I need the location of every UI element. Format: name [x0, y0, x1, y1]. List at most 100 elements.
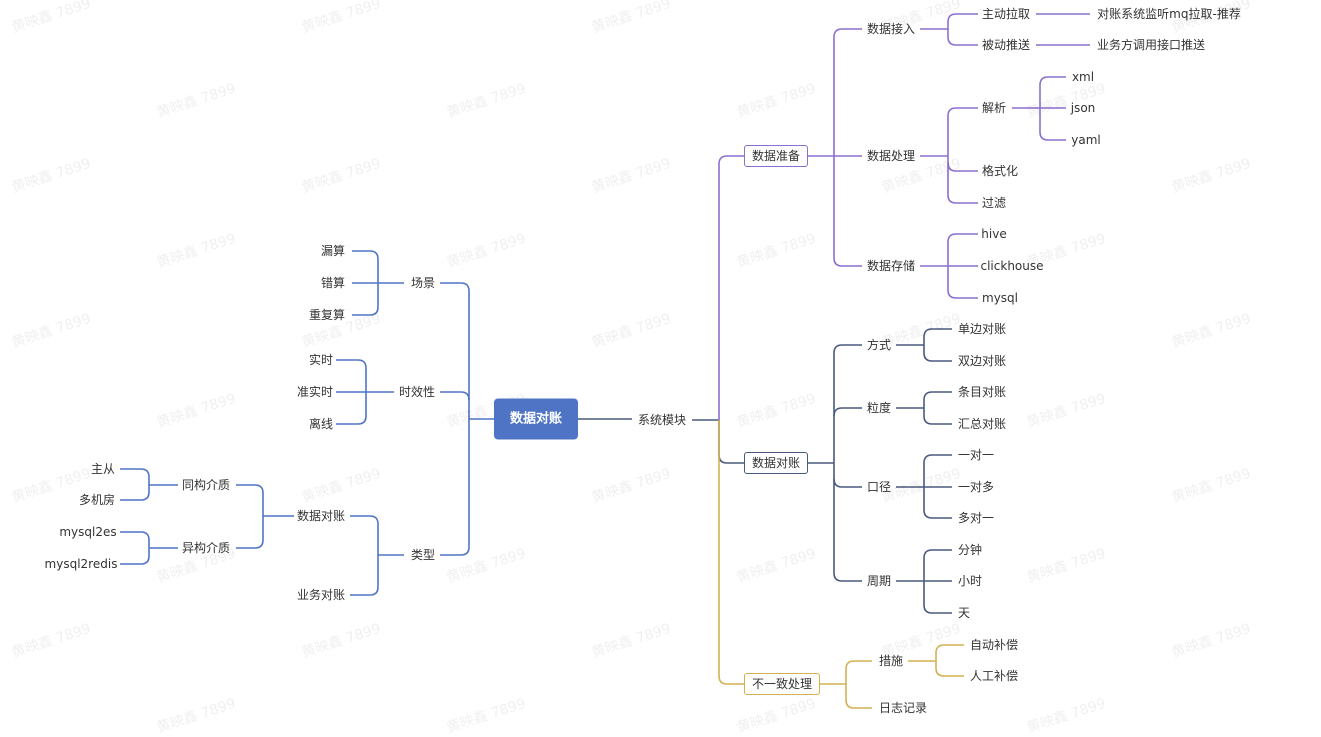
connector-layer [120, 13, 1090, 709]
node-homogeneous[interactable]: 同构介质 [181, 478, 231, 492]
node-measures[interactable]: 措施 [878, 654, 904, 668]
edge-recon [833, 572, 862, 582]
edge-recon [833, 344, 862, 354]
node-system-module[interactable]: 系统模块 [637, 413, 687, 427]
edge-method [923, 328, 952, 338]
node-measure-item[interactable]: 自动补偿 [969, 638, 1019, 652]
edge-type [350, 586, 379, 596]
node-data-process[interactable]: 数据处理 [866, 149, 916, 163]
node-passive-push[interactable]: 被动推送 [981, 38, 1031, 52]
edge-recon [833, 407, 862, 417]
edge-measures [935, 667, 964, 677]
edge-prep [833, 28, 862, 38]
edge-heterogeneous [120, 555, 150, 565]
edge-system-handle [718, 420, 745, 685]
node-period-item[interactable]: 分钟 [957, 543, 983, 557]
edge-process [947, 162, 978, 172]
node-push-detail[interactable]: 业务方调用接口推送 [1096, 38, 1206, 52]
node-caliber[interactable]: 口径 [866, 480, 892, 494]
edge-parse [1039, 131, 1066, 141]
node-active-pull[interactable]: 主动拉取 [981, 7, 1031, 21]
node-parse[interactable]: 解析 [981, 101, 1007, 115]
node-storage-item[interactable]: hive [981, 227, 1007, 241]
node-caliber-item[interactable]: 一对多 [957, 480, 995, 494]
node-data-recon[interactable]: 数据对账 [743, 452, 809, 474]
edge-type [350, 515, 379, 525]
edge-timeliness [336, 359, 367, 369]
edge-measures [935, 644, 964, 654]
node-storage-item[interactable]: mysql [982, 291, 1018, 305]
node-method-item[interactable]: 双边对账 [957, 354, 1007, 368]
node-format[interactable]: 格式化 [981, 164, 1019, 178]
node-data-ingest[interactable]: 数据接入 [866, 22, 916, 36]
node-scene-item[interactable]: 错算 [320, 276, 346, 290]
node-timeliness-item[interactable]: 实时 [308, 353, 334, 367]
edge-granularity [923, 415, 952, 425]
node-filter[interactable]: 过滤 [981, 196, 1007, 210]
node-storage-item[interactable]: clickhouse [980, 259, 1044, 273]
edge-handle [845, 699, 872, 709]
edge-process [947, 107, 978, 117]
node-method[interactable]: 方式 [866, 338, 892, 352]
node-log-record[interactable]: 日志记录 [878, 701, 928, 715]
edge-system-prep [718, 155, 745, 420]
edge-homogeneous [120, 491, 150, 501]
node-measure-item[interactable]: 人工补偿 [969, 669, 1019, 683]
node-scene-item[interactable]: 漏算 [320, 244, 346, 258]
node-homogeneous-item[interactable]: 多机房 [78, 493, 116, 507]
edge-root-left [440, 391, 470, 401]
edge-root-left [440, 546, 470, 556]
node-parse-item[interactable]: yaml [1071, 133, 1101, 147]
edge-caliber [923, 509, 952, 519]
node-period[interactable]: 周期 [866, 574, 892, 588]
edge-root-left [440, 282, 470, 292]
node-period-item[interactable]: 天 [957, 606, 971, 620]
edge-period [923, 549, 952, 559]
node-heterogeneous-item[interactable]: mysql2es [59, 525, 117, 539]
node-heterogeneous[interactable]: 异构介质 [181, 541, 231, 555]
edge-storage [947, 233, 978, 243]
node-data-storage[interactable]: 数据存储 [866, 259, 916, 273]
edge-timeliness [336, 415, 367, 425]
node-pull-detail[interactable]: 对账系统监听mq拉取-推荐 [1097, 7, 1241, 21]
edge-data-recon-left [236, 484, 264, 494]
node-timeliness-item[interactable]: 准实时 [296, 385, 334, 399]
edge-caliber [923, 454, 952, 464]
edge-scene [352, 306, 379, 316]
node-timeliness[interactable]: 时效性 [398, 385, 436, 399]
node-data-recon-type[interactable]: 数据对账 [296, 509, 346, 523]
edge-parse [1039, 76, 1066, 86]
node-granularity[interactable]: 粒度 [866, 401, 892, 415]
node-heterogeneous-item[interactable]: mysql2redis [44, 557, 118, 571]
node-inconsistency-handling[interactable]: 不一致处理 [743, 673, 821, 695]
node-granularity-item[interactable]: 汇总对账 [957, 417, 1007, 431]
node-type[interactable]: 类型 [410, 548, 436, 562]
node-caliber-item[interactable]: 一对一 [957, 448, 995, 462]
node-scene[interactable]: 场景 [410, 276, 436, 290]
node-timeliness-item[interactable]: 离线 [308, 417, 334, 431]
node-business-recon[interactable]: 业务对账 [296, 588, 346, 602]
edge-granularity [923, 391, 952, 401]
edge-ingest [947, 36, 978, 46]
edge-handle [845, 660, 872, 670]
node-parse-item[interactable]: json [1070, 101, 1096, 115]
edge-prep [833, 257, 862, 267]
node-parse-item[interactable]: xml [1071, 70, 1095, 84]
edge-homogeneous [120, 468, 150, 478]
node-method-item[interactable]: 单边对账 [957, 322, 1007, 336]
edge-heterogeneous [120, 531, 150, 541]
edge-scene [352, 250, 379, 260]
node-homogeneous-item[interactable]: 主从 [90, 462, 116, 476]
node-scene-item[interactable]: 重复算 [308, 308, 346, 322]
node-data-prep[interactable]: 数据准备 [743, 145, 809, 167]
edge-data-recon-left [236, 539, 264, 549]
root-node[interactable]: 数据对账 [493, 398, 579, 440]
edge-storage [947, 289, 978, 299]
node-period-item[interactable]: 小时 [957, 574, 983, 588]
edge-recon [833, 478, 862, 488]
node-granularity-item[interactable]: 条目对账 [957, 385, 1007, 399]
node-caliber-item[interactable]: 多对一 [957, 511, 995, 525]
edge-period [923, 604, 952, 614]
edge-process [947, 194, 978, 204]
